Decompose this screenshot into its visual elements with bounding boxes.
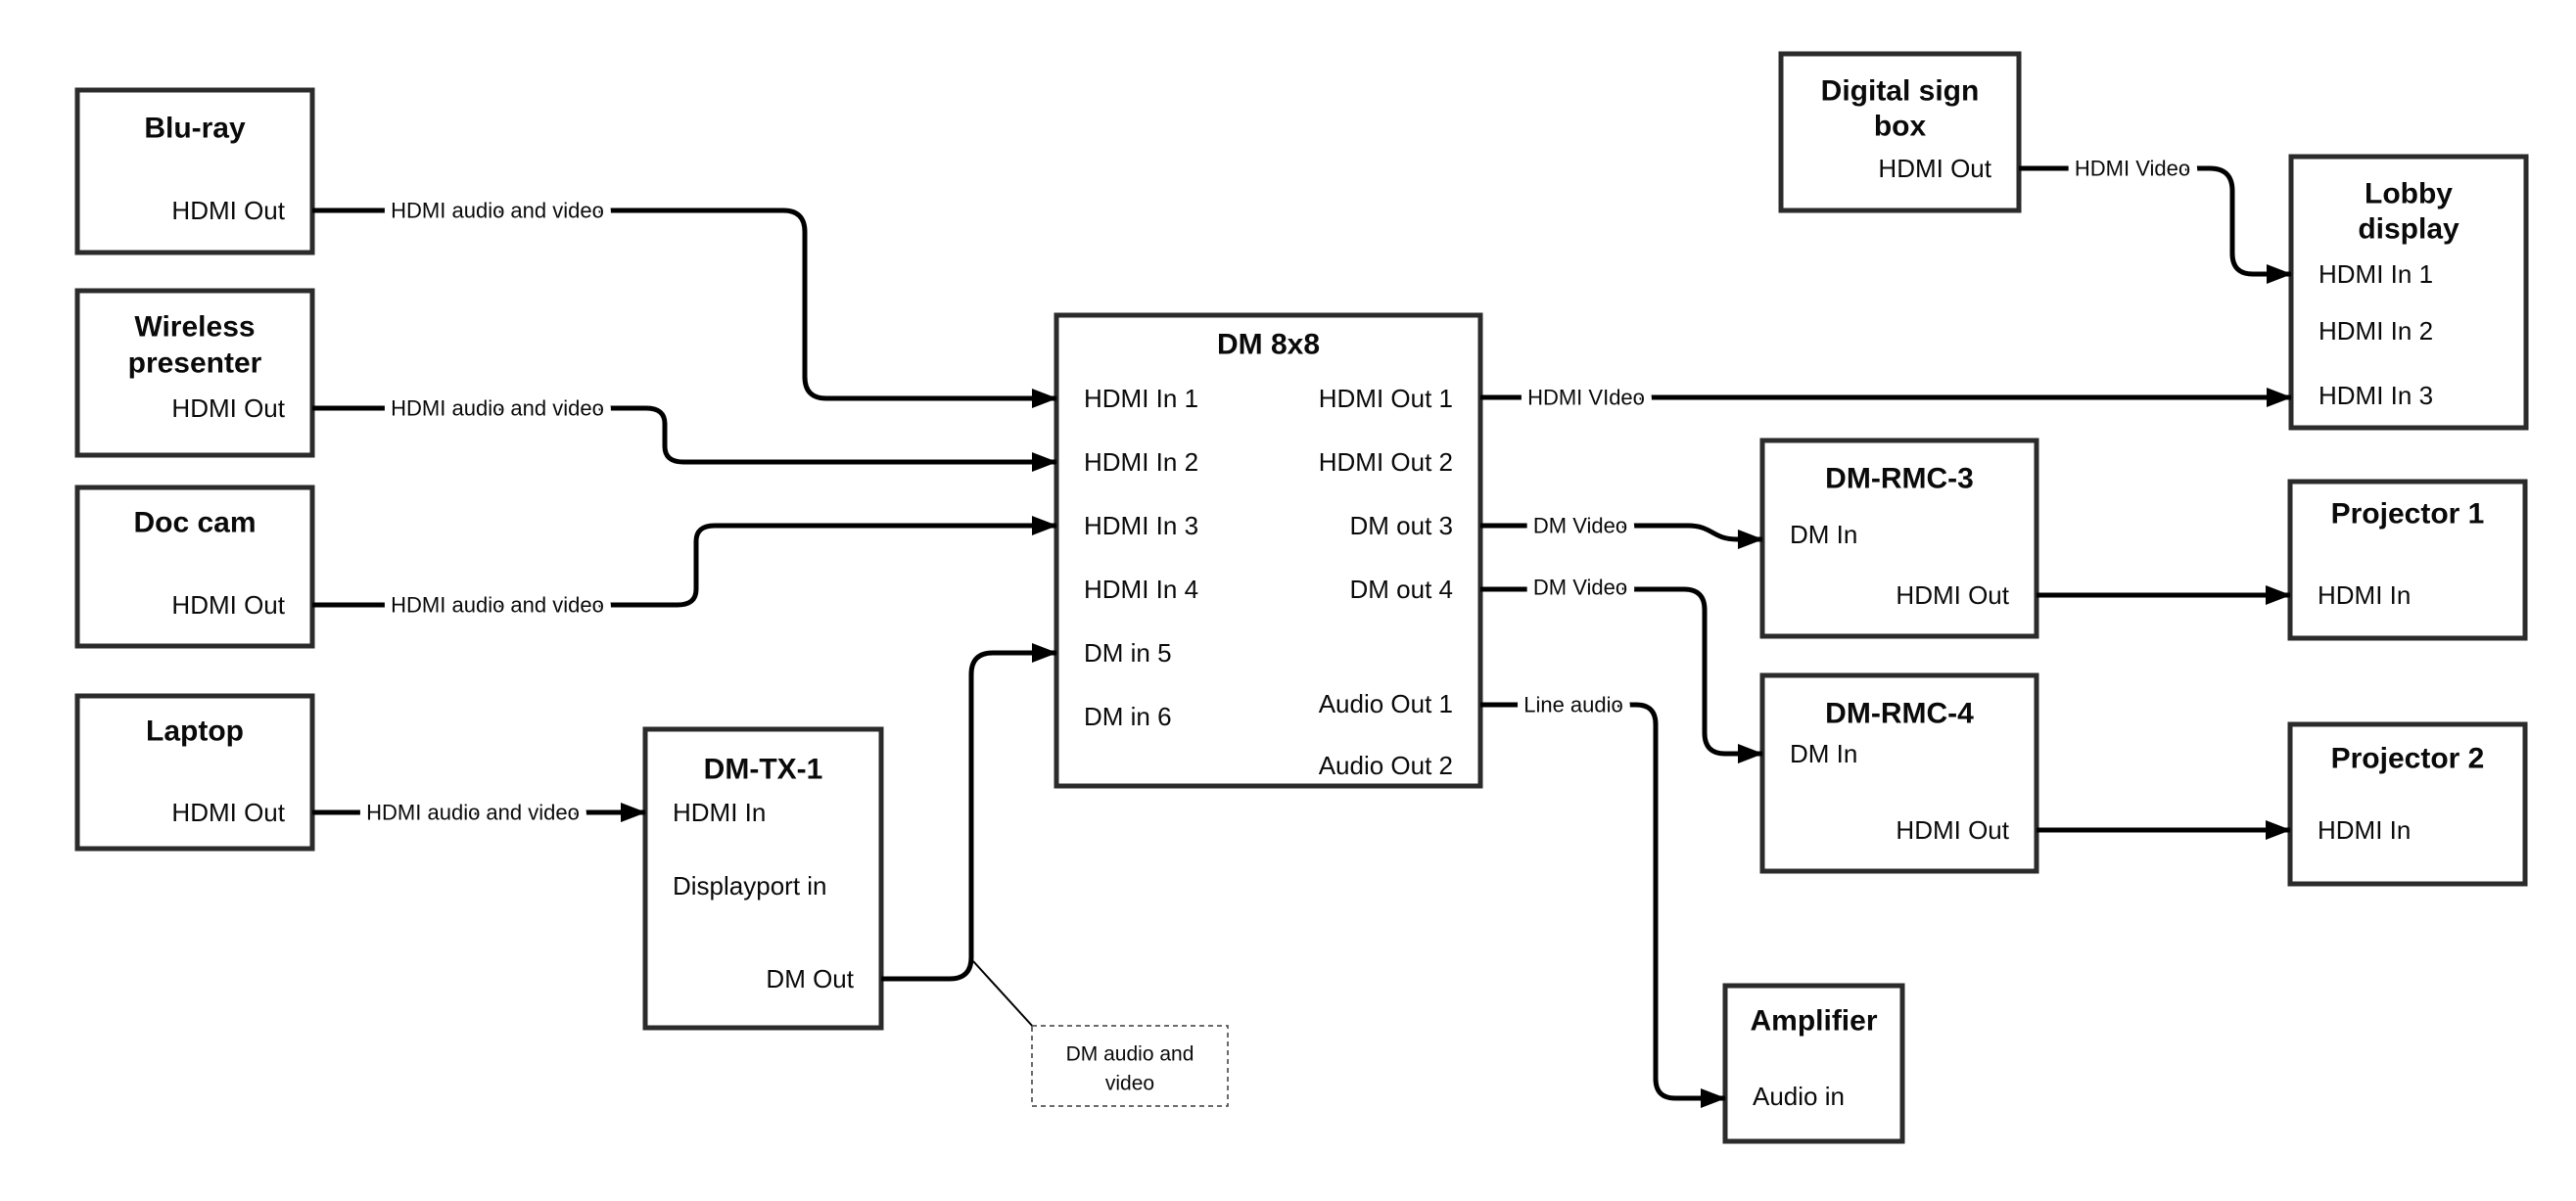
node-dm-8x8-port-dm-out-4: DM out 4 bbox=[1350, 575, 1454, 604]
node-blu-ray-box bbox=[74, 87, 315, 255]
node-dm-tx-1-port-hdmi-in: HDMI In bbox=[673, 798, 766, 827]
edge-dm8x8-audio1-to-amp-label: Line audio bbox=[1523, 693, 1623, 717]
node-lobby-display-port-hdmi-in-2: HDMI In 2 bbox=[2318, 316, 2433, 346]
node-dm-8x8-port-hdmi-in-4: HDMI In 4 bbox=[1084, 575, 1198, 604]
node-lobby-display-title-line-1: Lobby bbox=[2365, 178, 2453, 210]
edge-dm8x8-out4-to-rmc4-label: DM Video bbox=[1533, 576, 1627, 600]
edge-bluray-to-dm8x8-in1 bbox=[312, 208, 1057, 408]
edge-wireless-to-dm8x8-in2 bbox=[312, 405, 1057, 472]
node-dm-rmc-3-port-dm-in: DM In bbox=[1790, 520, 1857, 549]
edge-dm8x8-out4-to-rmc4 bbox=[1480, 586, 1763, 763]
edge-bluray-to-dm8x8-in1-label: HDMI audio and video bbox=[391, 199, 604, 223]
node-dm-8x8-title: DM 8x8 bbox=[1217, 329, 1320, 361]
node-laptop-box bbox=[74, 693, 315, 852]
node-laptop-port-hdmi-out: HDMI Out bbox=[171, 798, 285, 827]
edge-dm8x8-audio1-to-amp bbox=[1480, 702, 1726, 1108]
node-dm-rmc-4: DM-RMC-4 DM In HDMI Out bbox=[1759, 672, 2039, 874]
node-lobby-display-box bbox=[2288, 154, 2529, 431]
edge-dmtx1-to-dm8x8-in5 bbox=[881, 643, 1057, 982]
node-digital-sign-box-title-line-1: Digital sign bbox=[1821, 75, 1980, 108]
edge-doccam-to-dm8x8-in3 bbox=[312, 516, 1057, 608]
node-projector-2: Projector 2 HDMI In bbox=[2287, 721, 2528, 887]
node-projector-1-box bbox=[2287, 479, 2528, 641]
node-dm-8x8-port-hdmi-out-1: HDMI Out 1 bbox=[1319, 384, 1453, 413]
edge-wireless-to-dm8x8-in2-label: HDMI audio and video bbox=[391, 396, 604, 421]
node-lobby-display-title-line-2: display bbox=[2358, 213, 2459, 246]
node-dm-tx-1-port-displayport-in: Displayport in bbox=[673, 871, 827, 901]
node-laptop-title: Laptop bbox=[146, 716, 244, 748]
node-amplifier-port-audio-in: Audio in bbox=[1753, 1082, 1845, 1111]
node-digital-sign-box-box bbox=[1778, 51, 2022, 213]
node-doc-cam-port-hdmi-out: HDMI Out bbox=[171, 590, 285, 620]
node-projector-1-port-hdmi-in: HDMI In bbox=[2318, 580, 2411, 610]
annotation-dm-audio-video-note: DM audio and video bbox=[972, 960, 1229, 1107]
node-projector-1-title: Projector 1 bbox=[2331, 498, 2485, 531]
node-dm-rmc-4-title: DM-RMC-4 bbox=[1825, 698, 1974, 730]
node-blu-ray-title: Blu-ray bbox=[144, 113, 246, 145]
node-wireless-presenter-title-line-1: Wireless bbox=[134, 311, 255, 344]
node-dm-8x8-port-hdmi-in-1: HDMI In 1 bbox=[1084, 384, 1198, 413]
node-dm-tx-1-box bbox=[642, 726, 884, 1031]
node-dm-8x8-port-audio-out-2: Audio Out 2 bbox=[1319, 751, 1453, 780]
node-dm-tx-1-port-dm-out: DM Out bbox=[766, 964, 854, 993]
edge-laptop-to-dmtx1-label: HDMI audio and video bbox=[366, 801, 580, 825]
annotation-box bbox=[1031, 1025, 1229, 1107]
node-amplifier-box bbox=[1722, 983, 1905, 1144]
node-dm-8x8-port-dm-out-3: DM out 3 bbox=[1350, 511, 1454, 540]
node-amplifier-title: Amplifier bbox=[1750, 1005, 1877, 1038]
edge-dm8x8-out1-to-lobby-in3-label: HDMI VIdeo bbox=[1527, 386, 1645, 410]
node-lobby-display-port-hdmi-in-3: HDMI In 3 bbox=[2318, 381, 2433, 410]
node-dm-tx-1-title: DM-TX-1 bbox=[704, 754, 823, 786]
node-dm-rmc-4-box bbox=[1759, 672, 2039, 874]
edge-sign-to-lobby-in1 bbox=[2019, 165, 2292, 284]
node-dm-rmc-4-port-dm-in: DM In bbox=[1790, 739, 1857, 768]
node-projector-2-box bbox=[2287, 721, 2528, 887]
node-digital-sign-box-title-line-2: box bbox=[1874, 111, 1927, 143]
node-dm-rmc-4-port-hdmi-out: HDMI Out bbox=[1896, 815, 2009, 845]
node-doc-cam-box bbox=[74, 485, 315, 649]
annotation-text-line-2: video bbox=[1105, 1073, 1154, 1095]
node-dm-rmc-3-port-hdmi-out: HDMI Out bbox=[1896, 580, 2009, 610]
node-dm-8x8-port-hdmi-in-3: HDMI In 3 bbox=[1084, 511, 1198, 540]
edge-dm8x8-out3-to-rmc3 bbox=[1480, 523, 1763, 549]
annotation-leader-line bbox=[972, 960, 1035, 1029]
node-dm-rmc-3: DM-RMC-3 DM In HDMI Out bbox=[1759, 438, 2039, 639]
node-dm-8x8-port-audio-out-1: Audio Out 1 bbox=[1319, 689, 1453, 718]
node-projector-1: Projector 1 HDMI In bbox=[2287, 479, 2528, 641]
node-dm-8x8-box bbox=[1054, 312, 1483, 789]
node-dm-8x8-port-dm-in-5: DM in 5 bbox=[1084, 638, 1172, 668]
node-lobby-display-port-hdmi-in-1: HDMI In 1 bbox=[2318, 259, 2433, 289]
node-dm-8x8-port-dm-in-6: DM in 6 bbox=[1084, 702, 1172, 731]
node-wireless-presenter-box bbox=[74, 288, 315, 458]
edge-dm8x8-out3-to-rmc3-label: DM Video bbox=[1533, 514, 1627, 538]
edge-doccam-to-dm8x8-in3-label: HDMI audio and video bbox=[391, 593, 604, 618]
node-doc-cam-title: Doc cam bbox=[133, 507, 256, 539]
annotation-text-line-1: DM audio and bbox=[1066, 1043, 1194, 1066]
node-projector-2-title: Projector 2 bbox=[2331, 743, 2485, 775]
node-digital-sign-box-port-hdmi-out: HDMI Out bbox=[1878, 154, 1991, 183]
node-dm-8x8-port-hdmi-in-2: HDMI In 2 bbox=[1084, 447, 1198, 477]
node-wireless-presenter-title-line-2: presenter bbox=[128, 347, 262, 380]
node-wireless-presenter-port-hdmi-out: HDMI Out bbox=[171, 393, 285, 423]
edge-sign-to-lobby-in1-label: HDMI Video bbox=[2075, 157, 2190, 181]
node-dm-rmc-3-title: DM-RMC-3 bbox=[1825, 463, 1974, 495]
node-dm-8x8-port-hdmi-out-2: HDMI Out 2 bbox=[1319, 447, 1453, 477]
node-projector-2-port-hdmi-in: HDMI In bbox=[2318, 815, 2411, 845]
node-blu-ray-port-hdmi-out: HDMI Out bbox=[171, 196, 285, 225]
